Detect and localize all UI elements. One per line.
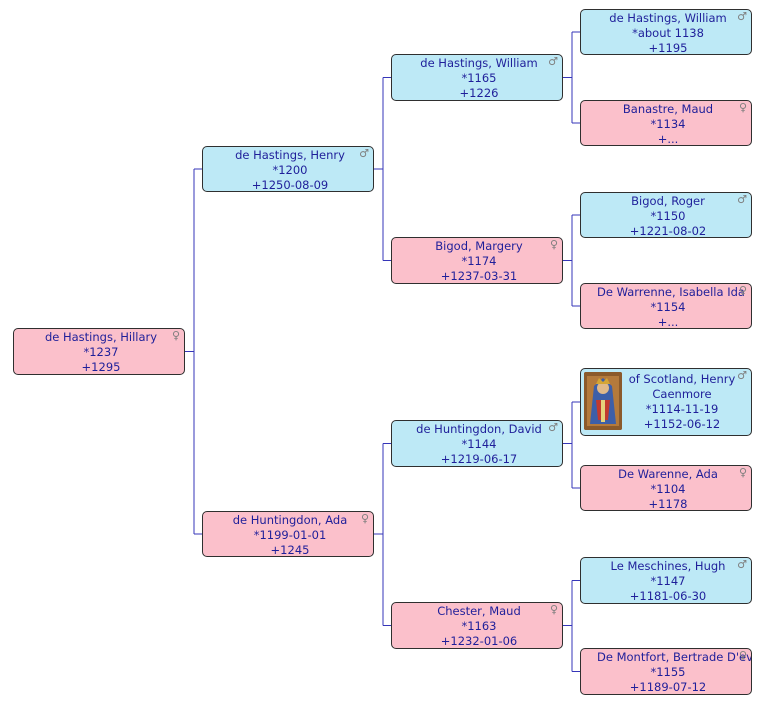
- person-details: de Hastings, Hillary*1237+1295: [30, 330, 172, 374]
- person-detail-line: *1165: [461, 71, 497, 85]
- male-symbol-icon: ♂: [737, 193, 747, 206]
- person-box-p15[interactable]: De Montfort, Bertrade D'evreux*1155+1189…: [580, 648, 752, 695]
- person-detail-line: *1237: [83, 345, 119, 359]
- person-box-p11[interactable]: De Warrenne, Isabella Ida*1154+...♀: [580, 283, 752, 329]
- person-detail-line: *1200: [272, 163, 308, 177]
- person-detail-line: *about 1138: [632, 26, 704, 40]
- person-box-p3[interactable]: de Huntingdon, Ada*1199-01-01+1245♀: [202, 511, 374, 557]
- female-symbol-icon: ♀: [738, 649, 747, 662]
- person-box-p14[interactable]: Le Meschines, Hugh*1147+1181-06-30♂: [580, 557, 752, 604]
- person-detail-line: +...: [657, 132, 679, 146]
- person-detail-line: +1245: [270, 543, 310, 557]
- male-symbol-icon: ♂: [737, 558, 747, 571]
- person-name: Banastre, Maud: [622, 102, 714, 116]
- person-detail-line: +1189-07-12: [629, 680, 707, 694]
- person-details: Chester, Maud*1163+1232-01-06: [408, 604, 550, 648]
- male-symbol-icon: ♂: [737, 369, 747, 382]
- female-symbol-icon: ♀: [738, 466, 747, 479]
- person-name: de Huntingdon, Ada: [232, 513, 348, 527]
- male-symbol-icon: ♂: [548, 55, 558, 68]
- person-name: De Montfort, Bertrade D'evreux: [597, 650, 752, 664]
- female-symbol-icon: ♀: [360, 512, 369, 525]
- person-box-p2[interactable]: de Hastings, Henry*1200+1250-08-09♂: [202, 146, 374, 192]
- person-detail-line: +1237-03-31: [440, 269, 518, 283]
- person-detail-line: +1181-06-30: [629, 589, 707, 603]
- person-detail-line: *1163: [461, 619, 497, 633]
- person-detail-line: Caenmore: [652, 387, 712, 401]
- person-detail-line: *1144: [461, 437, 497, 451]
- female-symbol-icon: ♀: [738, 101, 747, 114]
- male-symbol-icon: ♂: [359, 147, 369, 160]
- portrait-photo-icon[interactable]: [584, 372, 622, 430]
- person-box-p10[interactable]: Bigod, Roger*1150+1221-08-02♂: [580, 192, 752, 238]
- person-detail-line: +1178: [648, 497, 688, 511]
- person-box-p4[interactable]: de Hastings, William*1165+1226♂: [391, 54, 563, 101]
- person-box-p5[interactable]: Bigod, Margery*1174+1237-03-31♀: [391, 237, 563, 284]
- person-box-p8[interactable]: de Hastings, William*about 1138+1195♂: [580, 9, 752, 55]
- person-name: De Warrenne, Isabella Ida: [597, 285, 745, 299]
- person-detail-line: +1152-06-12: [643, 417, 721, 431]
- person-details: de Hastings, William*1165+1226: [408, 56, 550, 100]
- female-symbol-icon: ♀: [171, 329, 180, 342]
- person-name: de Hastings, William: [420, 56, 538, 70]
- person-box-p1[interactable]: de Hastings, Hillary*1237+1295♀: [13, 328, 185, 375]
- person-detail-line: *1134: [650, 117, 686, 131]
- person-detail-line: +1295: [81, 360, 121, 374]
- person-detail-line: +1219-06-17: [440, 452, 518, 466]
- female-symbol-icon: ♀: [549, 238, 558, 251]
- person-details: De Warrenne, Isabella Ida*1154+...: [597, 285, 745, 329]
- person-details: de Huntingdon, David*1144+1219-06-17: [408, 422, 550, 466]
- person-box-p13[interactable]: De Warenne, Ada*1104+1178♀: [580, 465, 752, 511]
- person-box-p7[interactable]: Chester, Maud*1163+1232-01-06♀: [391, 602, 563, 649]
- person-details: de Hastings, Henry*1200+1250-08-09: [219, 148, 361, 192]
- person-name: De Warenne, Ada: [618, 467, 718, 481]
- person-detail-line: *1199-01-01: [253, 528, 327, 542]
- person-details: de Hastings, William*about 1138+1195: [597, 11, 739, 55]
- person-details: Le Meschines, Hugh*1147+1181-06-30: [597, 559, 739, 603]
- person-details: Bigod, Roger*1150+1221-08-02: [597, 194, 739, 238]
- person-name: Bigod, Roger: [631, 194, 705, 208]
- person-name: de Hastings, Henry: [235, 148, 345, 162]
- person-details: Banastre, Maud*1134+...: [597, 102, 739, 146]
- person-box-p6[interactable]: de Huntingdon, David*1144+1219-06-17♂: [391, 420, 563, 467]
- person-detail-line: *1104: [650, 482, 686, 496]
- person-detail-line: *1147: [650, 574, 686, 588]
- person-detail-line: +1232-01-06: [440, 634, 518, 648]
- person-detail-line: *1174: [461, 254, 497, 268]
- person-detail-line: +...: [657, 315, 679, 329]
- person-detail-line: +1221-08-02: [629, 224, 707, 238]
- person-name: de Hastings, Hillary: [44, 330, 158, 344]
- person-detail-line: +1250-08-09: [251, 178, 329, 192]
- person-name: de Hastings, William: [609, 11, 727, 25]
- person-detail-line: +1195: [648, 41, 688, 55]
- person-detail-line: *1114-11-19: [645, 402, 719, 416]
- person-details: Bigod, Margery*1174+1237-03-31: [408, 239, 550, 283]
- person-name: Le Meschines, Hugh: [610, 559, 726, 573]
- person-name: Bigod, Margery: [435, 239, 523, 253]
- male-symbol-icon: ♂: [548, 421, 558, 434]
- person-details: De Warenne, Ada*1104+1178: [597, 467, 739, 511]
- person-detail-line: *1150: [650, 209, 686, 223]
- person-detail-line: +1226: [459, 86, 499, 100]
- female-symbol-icon: ♀: [738, 284, 747, 297]
- person-details: de Huntingdon, Ada*1199-01-01+1245: [219, 513, 361, 557]
- female-symbol-icon: ♀: [549, 603, 558, 616]
- person-box-p9[interactable]: Banastre, Maud*1134+...♀: [580, 100, 752, 146]
- person-detail-line: *1155: [650, 665, 686, 679]
- person-name: de Huntingdon, David: [416, 422, 542, 436]
- person-detail-line: *1154: [650, 300, 686, 314]
- person-name: of Scotland, Henry: [628, 372, 736, 386]
- male-symbol-icon: ♂: [737, 10, 747, 23]
- person-name: Chester, Maud: [437, 604, 521, 618]
- person-details: De Montfort, Bertrade D'evreux*1155+1189…: [597, 650, 752, 694]
